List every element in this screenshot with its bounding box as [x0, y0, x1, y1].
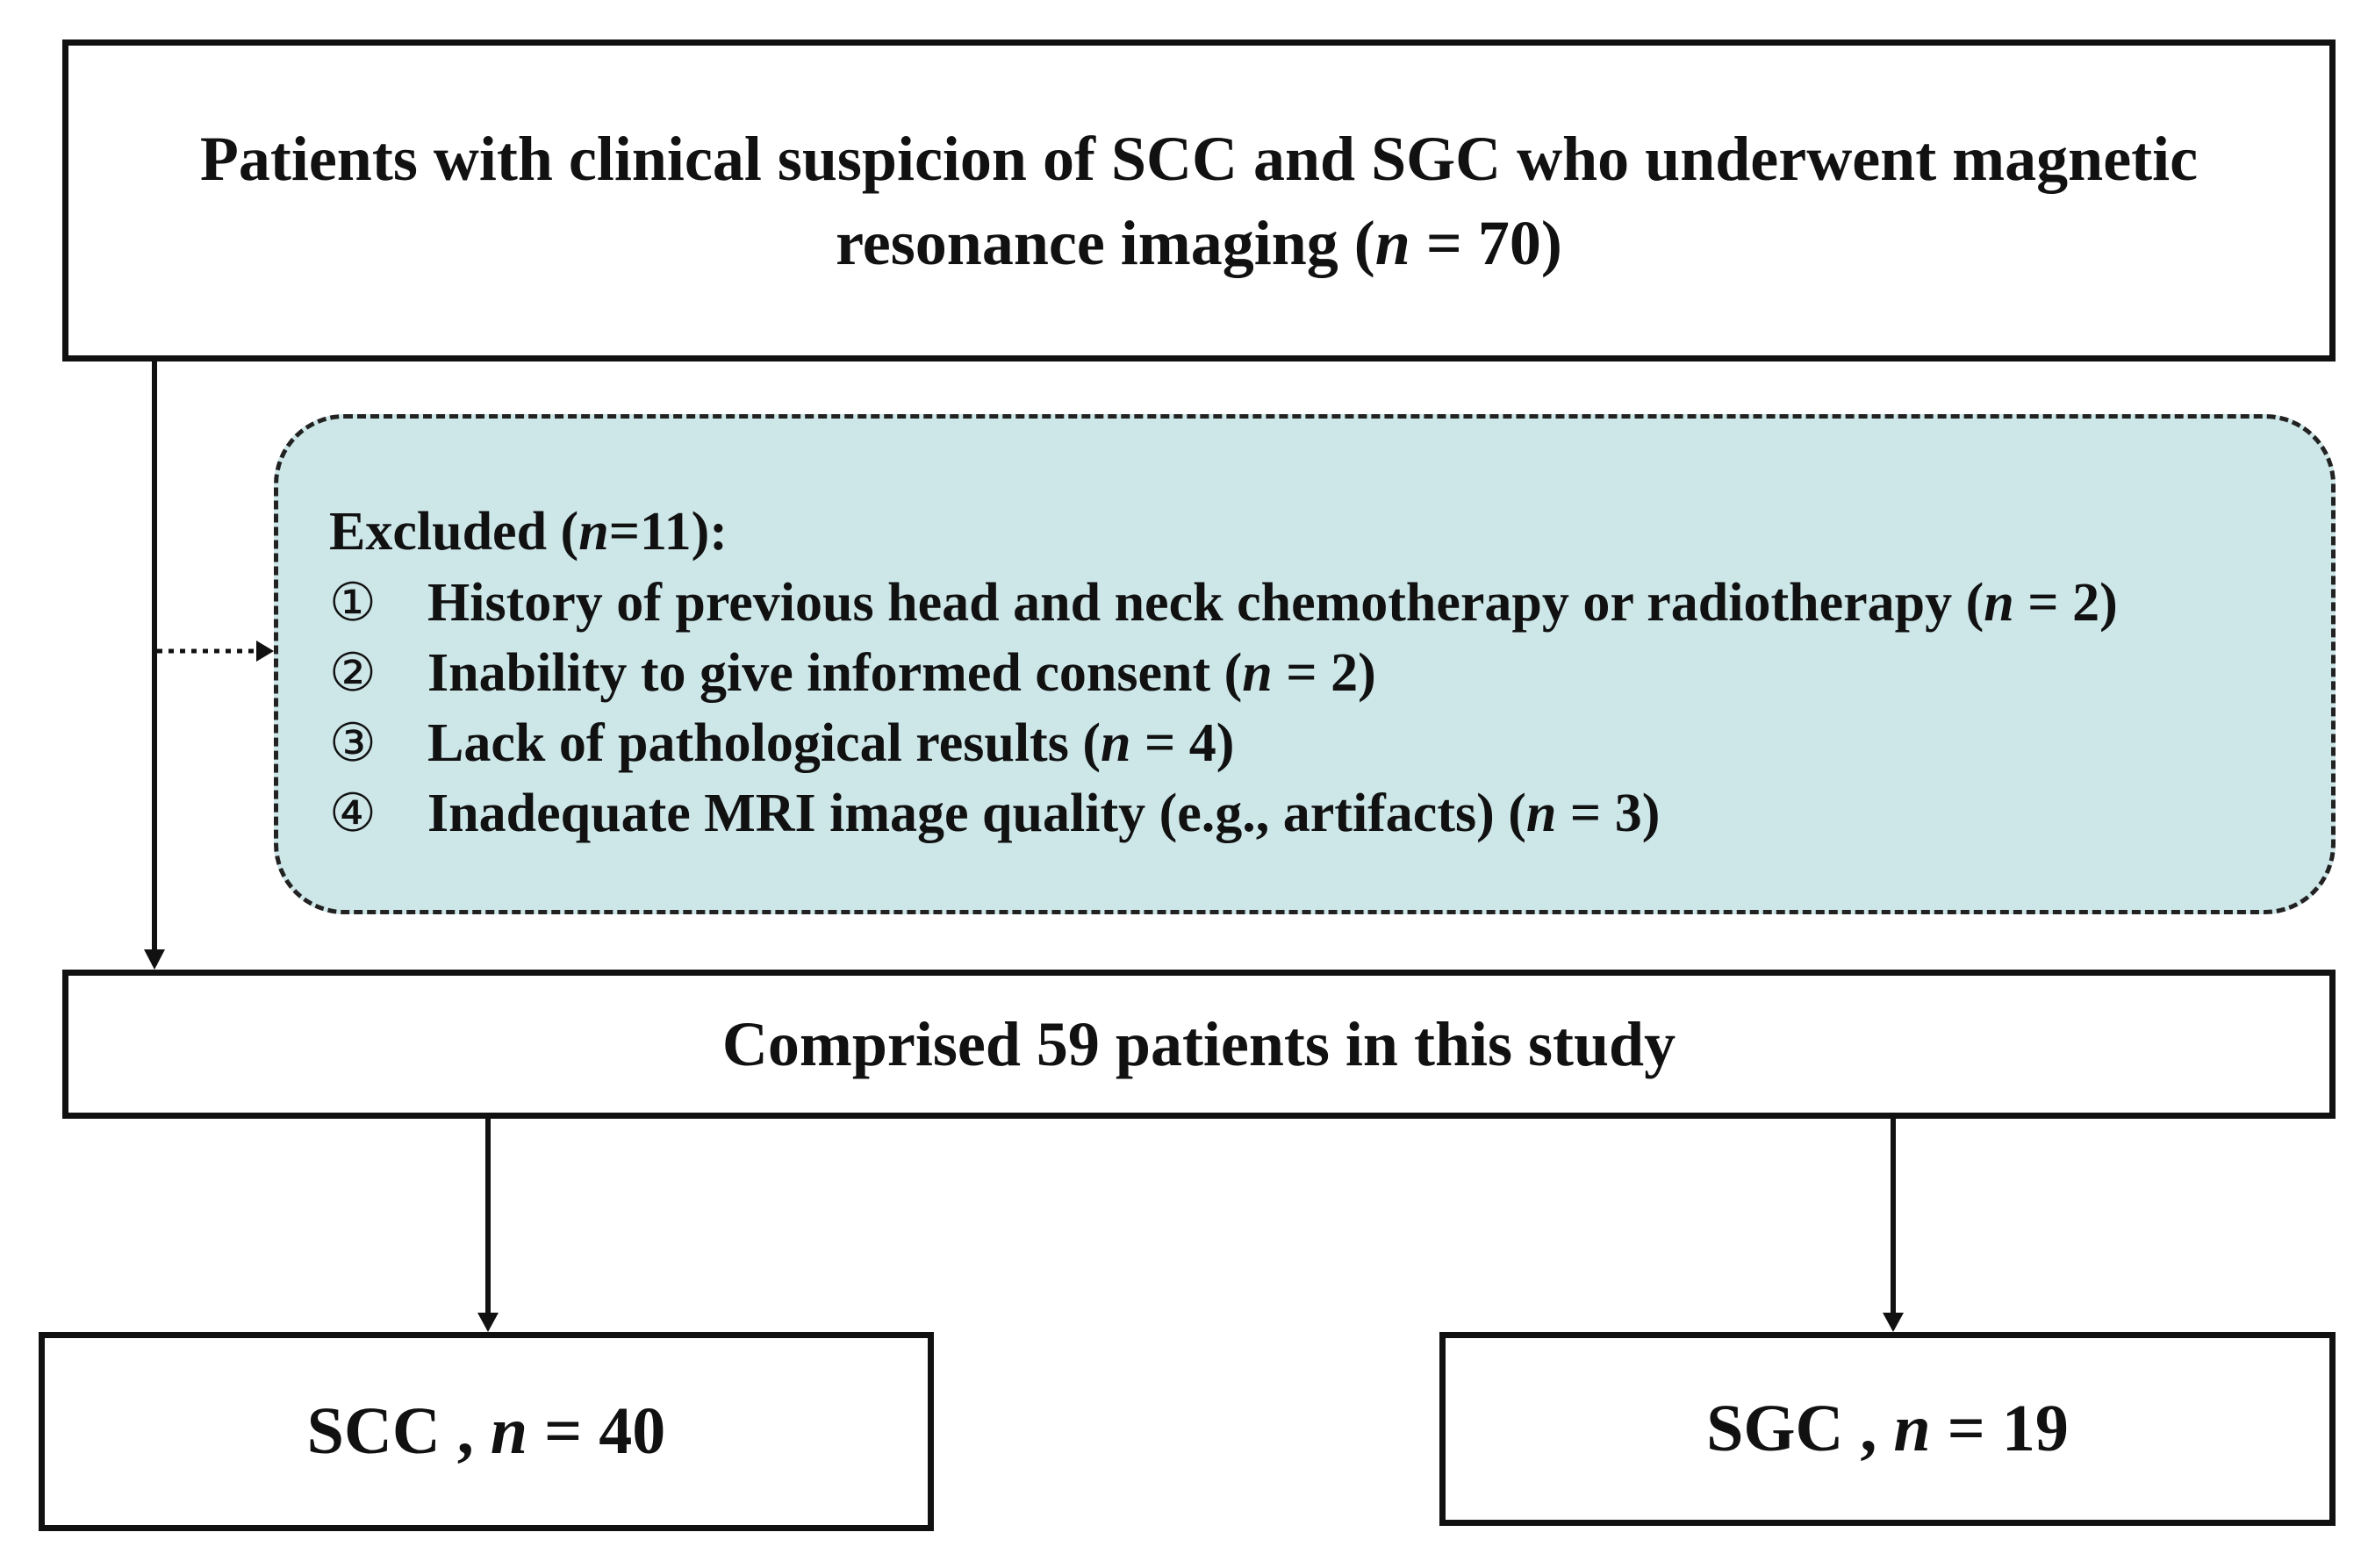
excluded-title-post: =11):	[608, 502, 728, 562]
enrollment-text: Patients with clinical suspicion of SCC …	[200, 117, 2198, 285]
excluded-item-label: Inadequate MRI image quality (e.g., arti…	[427, 784, 1526, 843]
excluded-title: Excluded (n=11):	[329, 496, 2331, 568]
excluded-title-pre: Excluded (	[329, 502, 579, 562]
excluded-item-text: History of previous head and neck chemot…	[427, 568, 2118, 638]
scc-group-label: SCC , n = 40	[307, 1393, 666, 1470]
sgc-group-box: SGC , n = 19	[1439, 1332, 2336, 1526]
excluded-box: Excluded (n=11): ① History of previous h…	[274, 414, 2336, 914]
excluded-item-n: n	[1242, 643, 1273, 703]
enrollment-line-2: resonance imaging (n = 70)	[200, 201, 2198, 285]
excluded-item-label: Lack of pathological results (	[427, 713, 1101, 773]
excluded-item-count: = 2)	[1272, 643, 1376, 703]
scc-group-name: SCC ,	[306, 1394, 491, 1468]
excluded-item-label: History of previous head and neck chemot…	[427, 573, 1984, 633]
excluded-dotted-arrowhead	[256, 641, 274, 662]
sgc-group-name: SGC ,	[1706, 1392, 1894, 1465]
excluded-item: ③ Lack of pathological results (n = 4)	[329, 708, 2331, 778]
enrollment-line-2-post: = 70)	[1410, 207, 1562, 278]
excluded-item-text: Inability to give informed consent (n = …	[427, 638, 1376, 708]
study-cohort-label: Comprised 59 patients in this study	[721, 1008, 1676, 1079]
study-cohort-box: Comprised 59 patients in this study	[62, 970, 2336, 1119]
enrollment-box: Patients with clinical suspicion of SCC …	[62, 39, 2336, 362]
scc-group-box: SCC , n = 40	[39, 1332, 934, 1531]
sgc-group-label: SGC , n = 19	[1706, 1391, 2069, 1467]
excluded-item: ② Inability to give informed consent (n …	[329, 638, 2331, 708]
enrollment-n-symbol: n	[1374, 207, 1410, 278]
enrollment-line-1: Patients with clinical suspicion of SCC …	[199, 123, 2199, 194]
excluded-item-text: Inadequate MRI image quality (e.g., arti…	[427, 778, 1660, 848]
excluded-item: ④ Inadequate MRI image quality (e.g., ar…	[329, 778, 2331, 848]
excluded-item-label: Inability to give informed consent (	[427, 643, 1243, 703]
excluded-item: ① History of previous head and neck chem…	[329, 568, 2331, 638]
excluded-item-number: ③	[329, 712, 377, 774]
excluded-item-number: ④	[329, 783, 377, 844]
scc-n-symbol: n	[490, 1394, 527, 1468]
excluded-item-number: ①	[329, 572, 377, 634]
scc-count: = 40	[527, 1394, 666, 1468]
excluded-item-count: = 4)	[1130, 713, 1235, 773]
excluded-item-n: n	[1100, 713, 1131, 773]
excluded-item-count: = 2)	[2013, 573, 2118, 633]
excluded-item-number: ②	[329, 642, 377, 704]
scc-arrowhead	[477, 1313, 499, 1332]
main-flow-arrowhead	[144, 949, 165, 970]
excluded-item-n: n	[1525, 784, 1557, 843]
enrollment-line-2-pre: resonance imaging (	[836, 207, 1375, 278]
excluded-item-text: Lack of pathological results (n = 4)	[427, 708, 1234, 778]
excluded-item-n: n	[1984, 573, 2014, 633]
excluded-title-n: n	[578, 502, 609, 562]
sgc-arrowhead	[1883, 1313, 1904, 1332]
sgc-count: = 19	[1930, 1392, 2069, 1465]
sgc-n-symbol: n	[1893, 1392, 1931, 1465]
excluded-item-count: = 3)	[1556, 784, 1661, 843]
